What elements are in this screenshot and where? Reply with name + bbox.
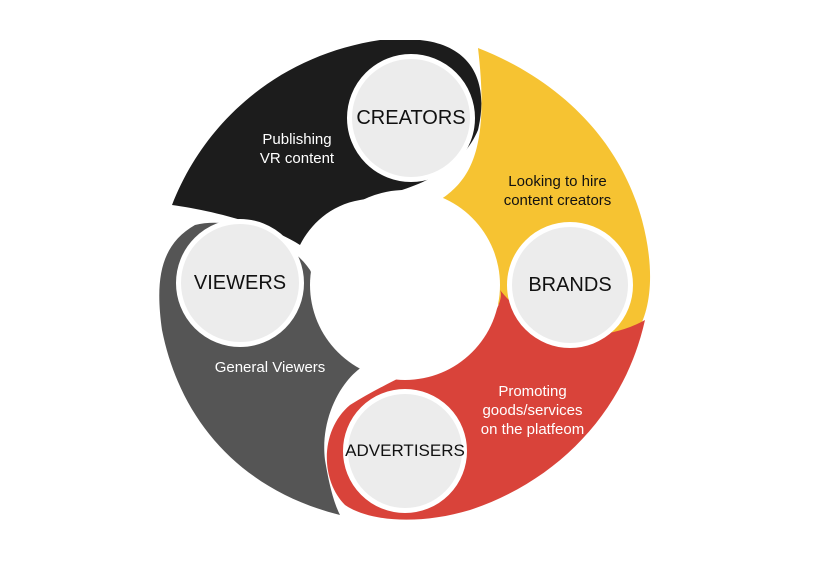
viewers-node: VIEWERS bbox=[176, 219, 304, 347]
viewers-description: General Viewers bbox=[214, 359, 326, 376]
creators-node: CREATORS bbox=[347, 54, 475, 182]
creators-description: Publishing VR content bbox=[259, 131, 335, 167]
brands-description: Looking to hire content creators bbox=[503, 173, 612, 209]
center-hole bbox=[310, 190, 500, 380]
advertisers-node: ADVERTISERS bbox=[343, 389, 467, 513]
brands-node: BRANDS bbox=[507, 222, 633, 348]
advertisers-description: Promoting goods/services on the platfeom bbox=[480, 383, 585, 438]
